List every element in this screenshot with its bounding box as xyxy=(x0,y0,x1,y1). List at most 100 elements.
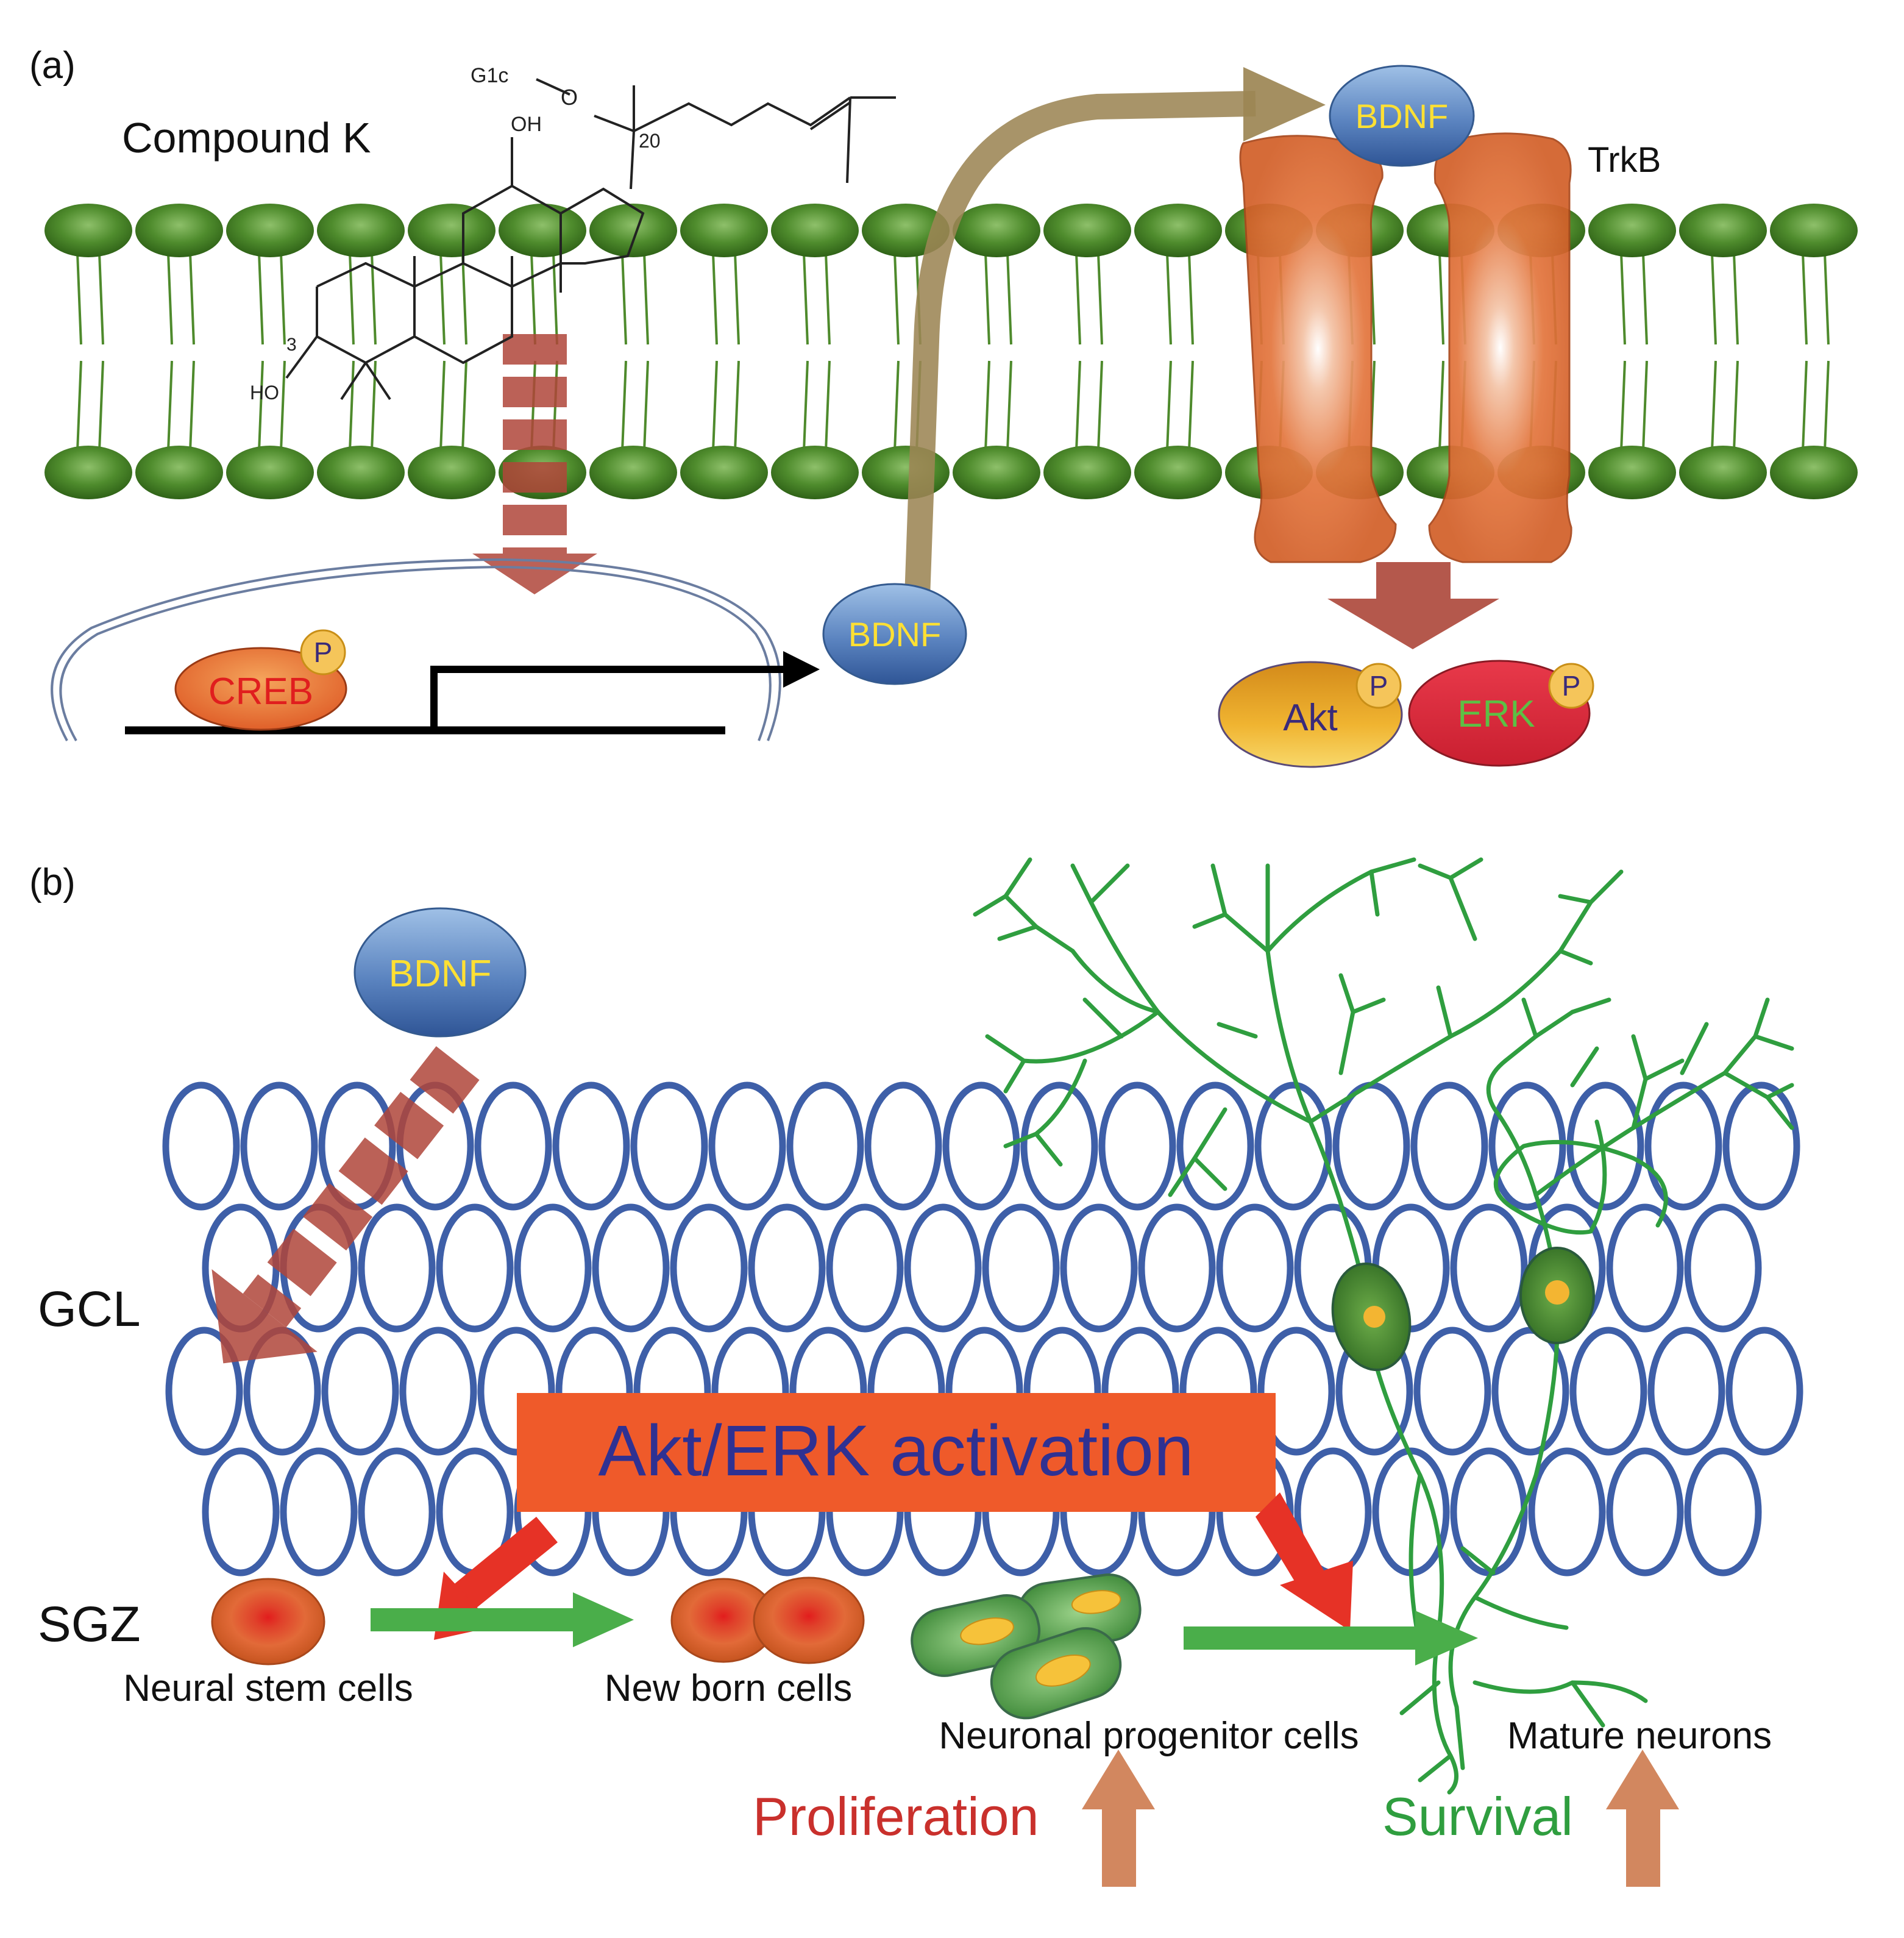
lipid-tail xyxy=(98,360,104,452)
gcl-cell xyxy=(942,1081,1020,1211)
lipid-tail xyxy=(1006,252,1012,345)
lipid-tail xyxy=(984,360,990,452)
survival-up-arrow xyxy=(1606,1750,1679,1887)
lipid-tail xyxy=(1802,252,1808,345)
trkb-receptor xyxy=(1239,132,1572,563)
activation-label: Akt/ERK activation xyxy=(598,1411,1193,1491)
lipid-tail xyxy=(552,252,558,345)
neuronal-progenitor-cells xyxy=(911,1573,1142,1720)
secretion-arrow xyxy=(904,67,1326,598)
lipid-tail xyxy=(1188,252,1194,345)
compound-label-ho: HO xyxy=(250,382,279,404)
gcl-cell xyxy=(1410,1081,1488,1211)
gcl-cell xyxy=(1569,1327,1647,1456)
gcl-cell xyxy=(1491,1327,1569,1456)
gcl-cell xyxy=(1647,1327,1725,1456)
lipid-tail xyxy=(439,360,446,452)
lipid-tail xyxy=(1733,360,1739,452)
compound-label-o: O xyxy=(561,85,578,110)
lipid-tail xyxy=(1824,252,1830,345)
lipid-tail xyxy=(461,360,467,452)
lipid-tail xyxy=(1802,360,1808,452)
lipid-tail xyxy=(76,252,82,345)
gcl-cell xyxy=(1450,1203,1528,1333)
lipid-head-bottom xyxy=(226,446,314,499)
lipid-tail xyxy=(530,252,536,345)
gcl-cell xyxy=(982,1203,1060,1333)
gcl-cell xyxy=(399,1327,477,1456)
lipid-head-top xyxy=(1588,204,1676,257)
creb-phospho: P xyxy=(314,636,333,668)
lipid-head-top xyxy=(499,204,586,257)
gcl-cell xyxy=(1606,1203,1684,1333)
lipid-tail xyxy=(1438,252,1444,345)
lipid-head-top xyxy=(44,204,132,257)
lipid-tail xyxy=(1733,252,1739,345)
mature-neurons xyxy=(973,857,1794,1795)
lipid-tail xyxy=(1097,360,1103,452)
lipid-head-top xyxy=(1043,204,1131,257)
lipid-tail xyxy=(712,360,718,452)
lipid-tail xyxy=(1188,360,1194,452)
gcl-cell xyxy=(1216,1203,1294,1333)
lipid-head-top xyxy=(317,204,405,257)
gcl-cell xyxy=(786,1081,864,1211)
gcl-cell xyxy=(202,1447,280,1576)
lipid-head-bottom xyxy=(771,446,859,499)
gcl-cell xyxy=(240,1081,318,1211)
compound-k-arrow xyxy=(472,334,597,594)
lipid-head-top xyxy=(226,204,314,257)
lipid-tail xyxy=(893,252,900,345)
lipid-tail xyxy=(258,252,264,345)
trkb-label: TrkB xyxy=(1588,140,1661,180)
gcl-cell xyxy=(358,1203,436,1333)
new-born-cells xyxy=(670,1576,865,1664)
lipid-tail xyxy=(1711,252,1717,345)
gcl-cell xyxy=(477,1327,555,1456)
lipid-head-top xyxy=(1134,204,1222,257)
akt-label: Akt xyxy=(1283,697,1338,739)
lipid-head-bottom xyxy=(1043,446,1131,499)
gcl-cell xyxy=(1254,1081,1332,1211)
gcl-cell xyxy=(864,1081,942,1211)
neuron-soma-1 xyxy=(1331,1262,1412,1372)
gcl-cell xyxy=(436,1203,514,1333)
lipid-tail xyxy=(1006,360,1012,452)
gcl-cell xyxy=(1450,1447,1528,1576)
label-new-born-cells: New born cells xyxy=(605,1667,853,1709)
lipid-tail xyxy=(621,360,627,452)
label-mature-neurons: Mature neurons xyxy=(1507,1715,1772,1757)
gcl-cell xyxy=(358,1447,436,1576)
lipid-tail xyxy=(1075,252,1081,345)
green-arrow-1 xyxy=(371,1592,634,1647)
lipid-tail xyxy=(734,360,740,452)
gcl-cell xyxy=(514,1203,592,1333)
panel-a-label: (a) xyxy=(29,45,76,87)
gcl-cell-layer xyxy=(162,1081,1803,1576)
creb-protein: CREB P xyxy=(174,629,347,731)
lipid-head-bottom xyxy=(408,446,496,499)
activation-box: Akt/ERK activation xyxy=(517,1393,1276,1512)
lipid-head-top xyxy=(408,204,496,257)
lipid-head-bottom xyxy=(862,446,950,499)
survival-label: Survival xyxy=(1382,1786,1573,1847)
lipid-head-top xyxy=(1679,204,1767,257)
lipid-tail xyxy=(803,252,809,345)
lipid-tail xyxy=(167,252,173,345)
gcl-cell xyxy=(474,1081,552,1211)
gcl-cell xyxy=(708,1081,786,1211)
lipid-head-top xyxy=(135,204,223,257)
gcl-cell xyxy=(1684,1447,1762,1576)
erk-label: ERK xyxy=(1457,693,1535,735)
gcl-cell xyxy=(1413,1327,1491,1456)
gcl-cell xyxy=(592,1203,670,1333)
lipid-tail xyxy=(371,252,377,345)
lipid-tail xyxy=(712,252,718,345)
lipid-tail xyxy=(621,252,627,345)
lipid-tail xyxy=(98,252,104,345)
lipid-tail xyxy=(1097,252,1103,345)
gcl-cell xyxy=(1684,1203,1762,1333)
gcl-cell xyxy=(165,1327,243,1456)
gcl-cell xyxy=(1138,1203,1216,1333)
